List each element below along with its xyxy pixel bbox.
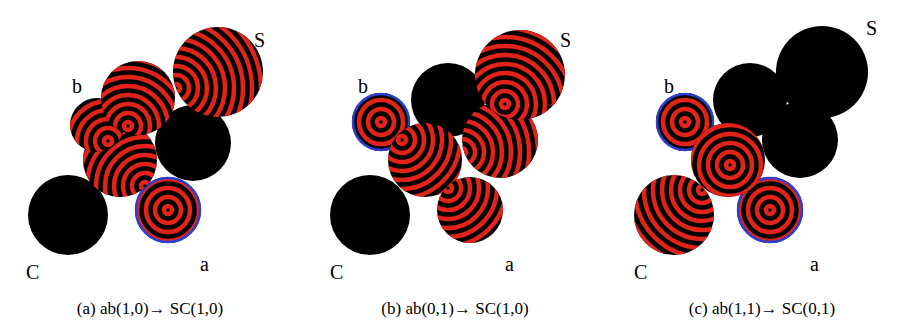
subfigure-caption: (a) ab(1,0)→ SC(1,0) xyxy=(77,300,223,317)
excitable-disk xyxy=(55,0,297,209)
disk-label: S xyxy=(866,18,877,38)
excitable-disk xyxy=(23,56,193,226)
excitable-disk xyxy=(65,107,271,313)
subfigure-caption: (c) ab(1,1)→ SC(0,1) xyxy=(689,300,835,317)
disk-label: a xyxy=(505,254,514,274)
disk-label: S xyxy=(254,30,265,50)
disk-label: a xyxy=(810,254,819,274)
excitable-disk xyxy=(330,175,410,255)
excitable-disk xyxy=(16,14,240,238)
disk-label: b xyxy=(72,76,82,96)
disk-label: a xyxy=(200,254,209,274)
disk-label: S xyxy=(560,30,571,50)
excitable-disk xyxy=(384,0,626,225)
excitable-disk xyxy=(762,102,838,178)
disk-label: C xyxy=(634,262,647,282)
subfigure-caption: (b) ab(0,1)→ SC(1,0) xyxy=(381,300,528,317)
disk-label: b xyxy=(664,76,674,96)
disk-label: C xyxy=(330,262,343,282)
excitable-disk xyxy=(618,53,842,277)
excitable-disk xyxy=(667,107,873,313)
disk-label: C xyxy=(26,262,39,282)
disk-label: b xyxy=(358,76,368,96)
excitable-disk xyxy=(590,78,814,302)
